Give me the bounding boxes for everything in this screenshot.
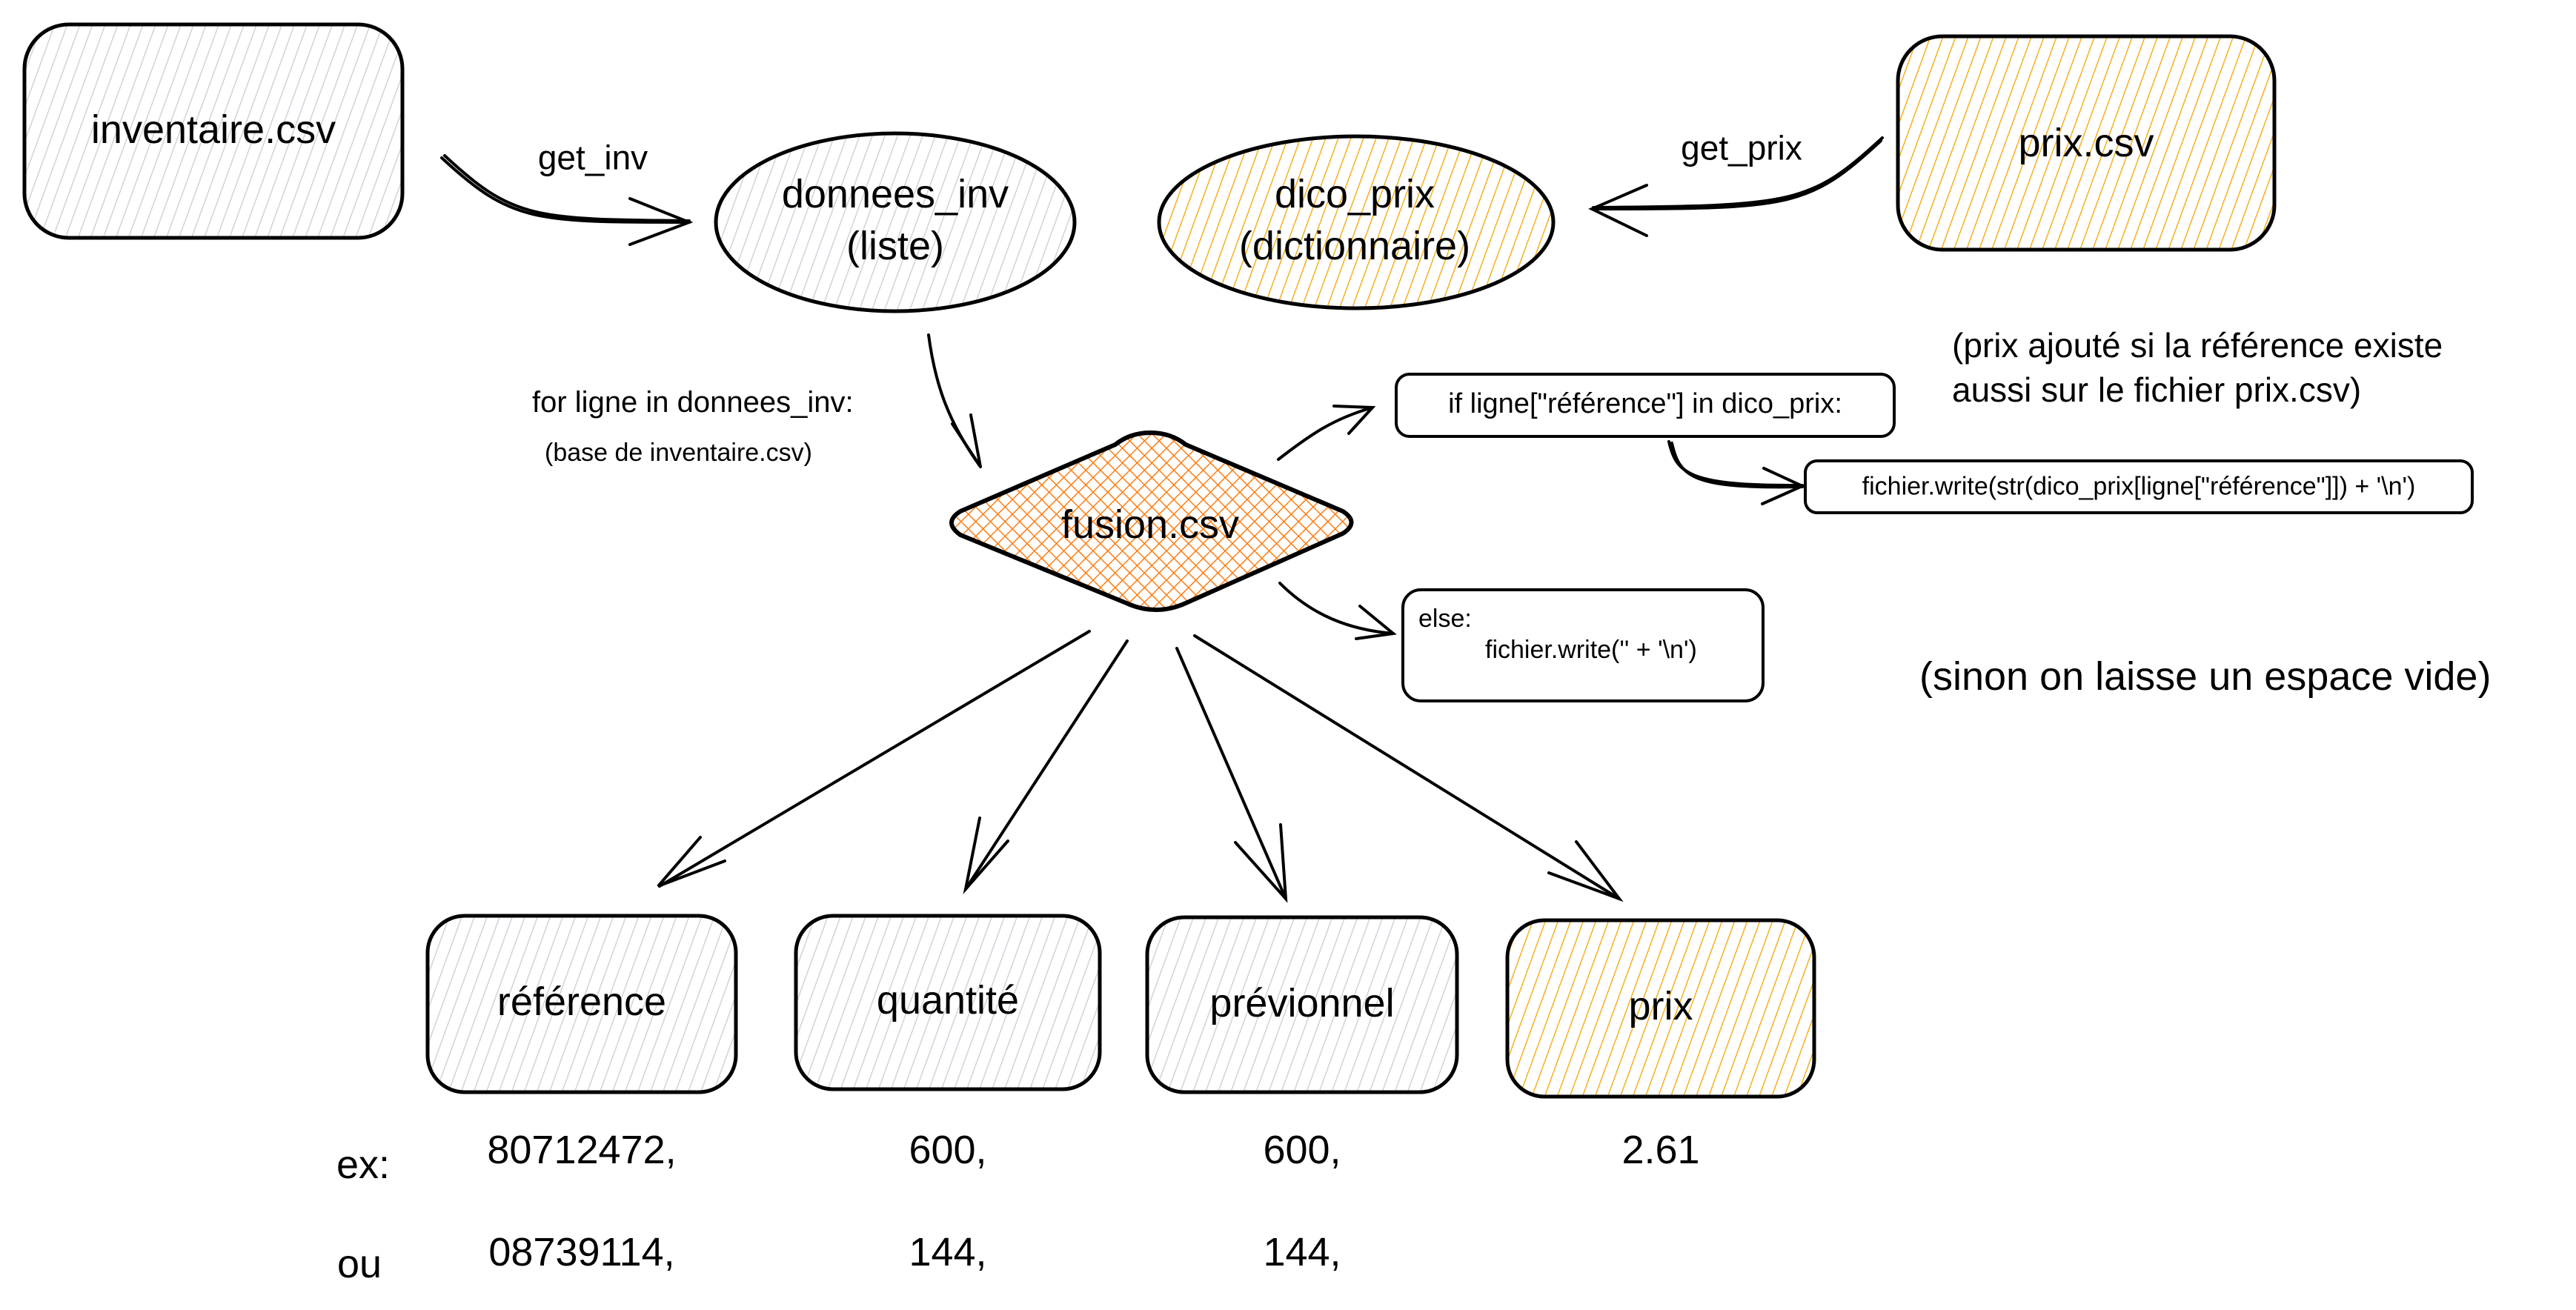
example-value: 144, — [909, 1229, 987, 1274]
arrow-to-quantite — [963, 639, 1129, 894]
example-value: 80712472, — [487, 1127, 677, 1172]
dico-prix-label-line1: dico_prix — [1274, 171, 1435, 216]
dico-prix-label-line2: (dictionnaire) — [1238, 223, 1471, 268]
write-price-text: fichier.write(str(dico_prix[ligne["référ… — [1862, 472, 2416, 501]
get-prix-arrow — [1588, 136, 1884, 237]
loop-arrow — [927, 333, 982, 468]
column-box-quantite[interactable] — [794, 914, 1102, 1091]
arrow-to-previonnel — [1175, 647, 1288, 903]
example-value: 2.61 — [1621, 1127, 1700, 1172]
get-prix-label: get_prix — [1681, 128, 1802, 167]
if-note-line2: aussi sur le fichier prix.csv) — [1952, 370, 2362, 409]
get-inv-label: get_inv — [537, 138, 648, 177]
example-prefix-ou: ou — [336, 1241, 382, 1286]
else-box-shape — [1401, 588, 1765, 702]
if-note-line1: (prix ajouté si la référence existe — [1952, 326, 2443, 365]
write-price-box-shape — [1804, 459, 2474, 514]
get-inv-arrow — [440, 154, 694, 246]
column-box-reference[interactable] — [425, 914, 738, 1094]
loop-label-line2: (base de inventaire.csv) — [545, 439, 812, 467]
inventaire-node-label: inventaire.csv — [90, 107, 336, 152]
loop-label-line1: for ligne in donnees_inv: — [532, 386, 854, 419]
donnees-inv-node-shape[interactable] — [714, 131, 1077, 313]
else-note: (sinon on laisse un espace vide) — [1919, 654, 2492, 699]
prix-csv-node-shape[interactable] — [1896, 34, 2277, 252]
column-label-reference: référence — [497, 979, 667, 1024]
column-label-quantite: quantité — [876, 977, 1020, 1023]
arrow-to-prix — [1193, 634, 1624, 902]
else-text-line2: fichier.write('' + '\n') — [1485, 636, 1697, 664]
example-value: 144, — [1263, 1229, 1341, 1274]
write-arrow — [1667, 440, 1806, 505]
fusion-node-shape[interactable] — [949, 430, 1354, 612]
column-label-previonnel: prévionnel — [1209, 980, 1395, 1025]
if-condition-box-shape — [1395, 373, 1896, 438]
example-prefix-ex: ex: — [336, 1142, 391, 1187]
dico-prix-node-shape[interactable] — [1157, 134, 1556, 310]
else-arrow — [1278, 582, 1397, 640]
if-condition-text: if ligne["référence"] in dico_prix: — [1448, 388, 1842, 420]
example-value: 08739114, — [488, 1229, 675, 1274]
fusion-node-label: fusion.csv — [1060, 502, 1240, 547]
column-label-prix: prix — [1628, 983, 1693, 1028]
inventaire-node-shape[interactable] — [22, 22, 405, 240]
example-value: 600, — [909, 1127, 987, 1172]
prix-csv-node-label: prix.csv — [2018, 120, 2154, 165]
column-box-prix[interactable] — [1505, 918, 1816, 1099]
donnees-inv-label-line1: donnees_inv — [781, 171, 1009, 216]
if-arrow — [1277, 405, 1376, 461]
arrow-to-reference — [657, 630, 1091, 888]
column-arrows — [657, 630, 1624, 903]
example-value: 600, — [1263, 1127, 1341, 1172]
else-text-line1: else: — [1418, 605, 1472, 633]
column-box-previonnel[interactable] — [1145, 915, 1459, 1094]
donnees-inv-label-line2: (liste) — [846, 223, 944, 268]
